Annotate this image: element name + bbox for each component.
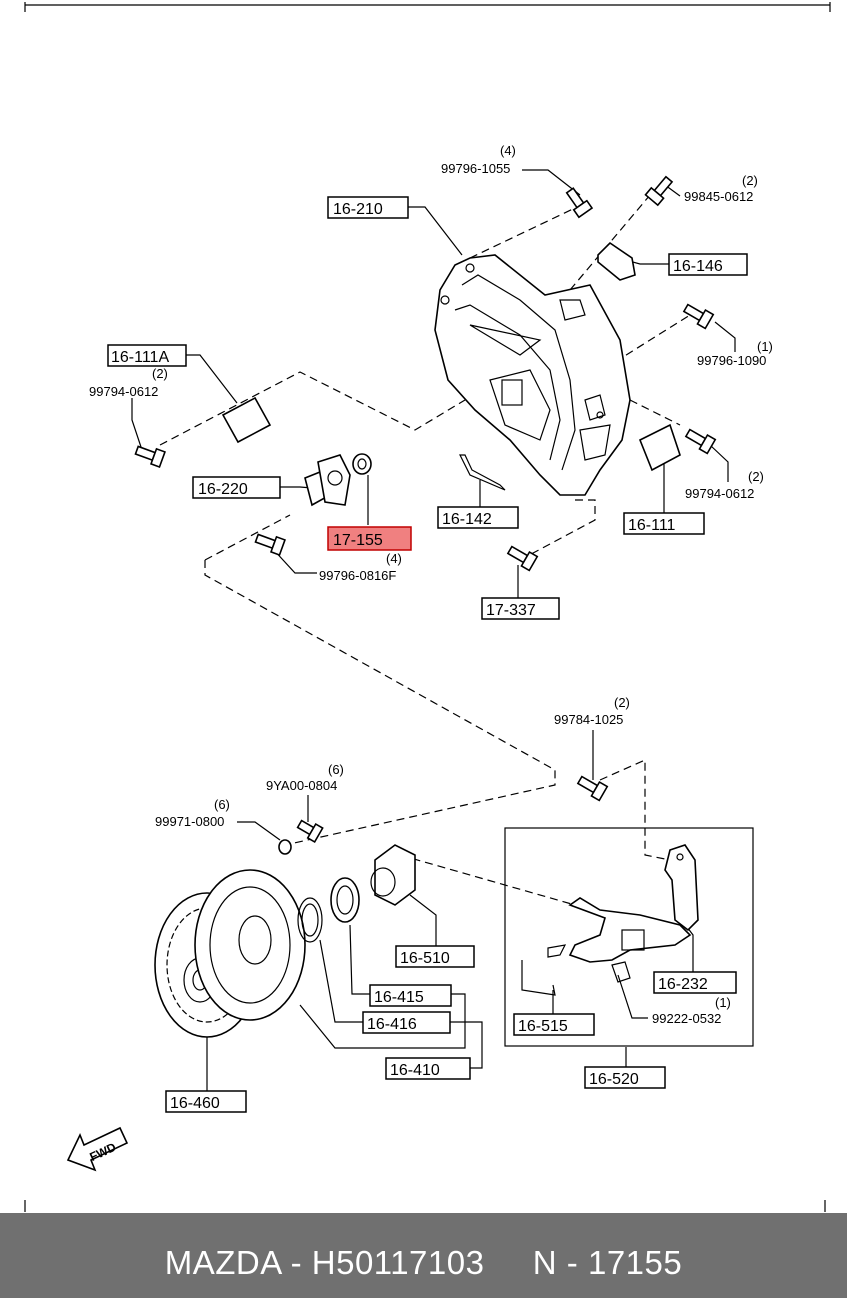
qty-99845-0612: (2) [742, 173, 758, 188]
part-label-16-210: 16-210 [327, 196, 409, 219]
svg-text:16-232: 16-232 [658, 976, 708, 993]
parts-diagram: FWD (4) 99796-1055 (2) 99845-0612 (1) 99… [24, 2, 831, 1212]
part-label-16-111: 16-111 [623, 512, 705, 535]
code-99794-0612-left: 99794-0612 [89, 384, 158, 399]
svg-text:17-155: 17-155 [333, 532, 383, 549]
bolts [134, 175, 717, 855]
part-label-16-146: 16-146 [668, 253, 748, 276]
qty-99794-0612-right: (2) [748, 469, 764, 484]
washer-99971-0800 [278, 839, 292, 855]
svg-text:16-111A: 16-111A [111, 349, 169, 366]
release-fork-assembly [504, 827, 754, 1047]
clutch-housing [434, 254, 631, 496]
part-label-16-220: 16-220 [192, 476, 281, 499]
small-parts [221, 241, 681, 507]
qty-99796-1055: (4) [500, 143, 516, 158]
footer-bar: MAZDA - H50117103 N - 17155 [0, 1213, 847, 1298]
part-label-16-111a: 16-111A [107, 344, 187, 367]
fastener-labels: (4) 99796-1055 (2) 99845-0612 (1) 99796-… [89, 143, 773, 1026]
code-99845-0612: 99845-0612 [684, 189, 753, 204]
svg-text:16-210: 16-210 [333, 201, 383, 218]
part-label-16-460: 16-460 [165, 1090, 247, 1113]
bolt-99796-1090 [682, 303, 715, 330]
bolt-99794-0612-left [134, 445, 166, 468]
qty-99796-0816f: (4) [386, 551, 402, 566]
part-label-16-232: 16-232 [653, 971, 737, 994]
bolt-99796-0816f [254, 533, 286, 556]
svg-text:16-142: 16-142 [442, 511, 492, 528]
code-99784-1025: 99784-1025 [554, 712, 623, 727]
fwd-arrow-icon: FWD [66, 1126, 129, 1172]
part-label-16-520: 16-520 [584, 1066, 666, 1089]
bolt-9ya00-0804 [296, 819, 324, 844]
qty-9ya00-0804: (6) [328, 762, 344, 777]
footer-part-info: MAZDA - H50117103 N - 17155 [164, 1244, 683, 1281]
svg-text:16-460: 16-460 [170, 1095, 220, 1112]
part-label-17-337: 17-337 [481, 597, 560, 620]
code-99971-0800: 99971-0800 [155, 814, 224, 829]
qty-99971-0800: (6) [214, 797, 230, 812]
code-99796-1090: 99796-1090 [697, 353, 766, 368]
svg-text:16-111: 16-111 [628, 517, 676, 534]
svg-text:16-220: 16-220 [198, 481, 248, 498]
svg-text:16-510: 16-510 [400, 950, 450, 967]
qty-99784-1025: (2) [614, 695, 630, 710]
qty-99796-1090: (1) [757, 339, 773, 354]
part-label-17-155-highlighted: 17-155 [327, 526, 412, 551]
code-99794-0612-right: 99794-0612 [685, 486, 754, 501]
code-99796-0816f: 99796-0816F [319, 568, 396, 583]
part-labels: 16-210 16-146 16-111A 16-220 17-155 16-1… [107, 196, 748, 1113]
bolt-99794-0612-right [684, 428, 717, 455]
qty-99794-0612-left: (2) [152, 366, 168, 381]
code-99222-0532: 99222-0532 [652, 1011, 721, 1026]
bolt-99784-1025 [576, 775, 609, 802]
svg-text:16-520: 16-520 [589, 1071, 639, 1088]
bolt-99845-0612 [644, 175, 674, 207]
bolt-17-337 [506, 545, 539, 572]
svg-text:16-415: 16-415 [374, 989, 424, 1006]
svg-text:16-416: 16-416 [367, 1016, 417, 1033]
part-label-16-415: 16-415 [369, 984, 452, 1007]
svg-text:16-410: 16-410 [390, 1062, 440, 1079]
part-label-16-142: 16-142 [437, 506, 519, 529]
assembly-dashed-lines [159, 194, 691, 906]
part-label-16-515: 16-515 [513, 1013, 595, 1036]
qty-99222-0532: (1) [715, 995, 731, 1010]
code-9ya00-0804: 9YA00-0804 [266, 778, 337, 793]
svg-text:16-146: 16-146 [673, 258, 723, 275]
svg-text:17-337: 17-337 [486, 602, 536, 619]
bolt-99796-1055 [565, 187, 594, 219]
clutch-assembly [154, 844, 416, 1038]
code-99796-1055: 99796-1055 [441, 161, 510, 176]
part-label-16-510: 16-510 [395, 945, 475, 968]
part-label-16-416: 16-416 [362, 1011, 451, 1034]
svg-text:16-515: 16-515 [518, 1018, 568, 1035]
part-label-16-410: 16-410 [385, 1057, 471, 1080]
frame-marks [24, 2, 831, 1212]
